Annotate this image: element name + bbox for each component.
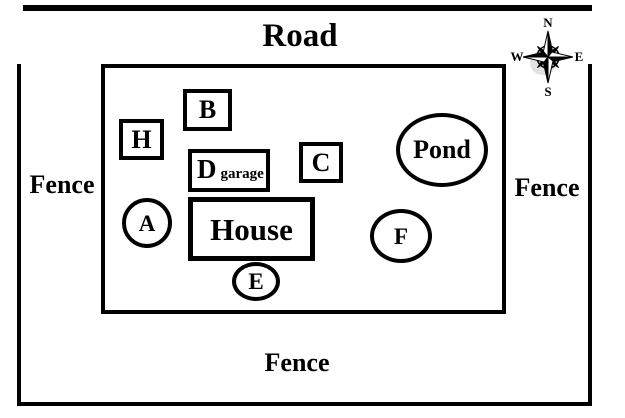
plot-c-label: C (311, 147, 331, 177)
road-label: Road (262, 18, 338, 54)
fence-label-bottom: Fence (264, 348, 330, 377)
road-edge-line (23, 5, 592, 11)
compass-point-west-dark (522, 51, 550, 58)
fence-label-right: Fence (514, 173, 580, 202)
compass-label-south: S (544, 84, 551, 99)
house-box: House (188, 197, 315, 261)
plot-f-label: F (393, 223, 409, 249)
plot-h-label: H (131, 124, 152, 154)
compass-label-west: W (511, 49, 524, 64)
house-label: House (210, 211, 293, 247)
plot-e-label: E (248, 269, 264, 294)
garage-letter: D (197, 154, 217, 184)
plot-h-box: H (119, 119, 164, 160)
plot-a-label: A (138, 210, 156, 236)
compass-label-north: N (543, 15, 553, 30)
plot-f-circle: F (370, 209, 432, 263)
plot-c-box: C (299, 142, 343, 183)
compass-label-east: E (575, 49, 584, 64)
property-boundary (101, 64, 506, 314)
plot-b-box: B (183, 89, 232, 131)
pond-label: Pond (413, 135, 471, 164)
plot-a-circle: A (122, 198, 172, 248)
compass-rose: N S E W (511, 15, 584, 99)
plot-b-label: B (198, 95, 217, 124)
fence-label-left: Fence (29, 170, 95, 199)
garage-caption: garage (220, 166, 264, 182)
pond-ellipse: Pond (396, 113, 488, 187)
fence-boundary (17, 64, 592, 406)
compass-point-east-light (546, 51, 574, 58)
plot-e-circle: E (232, 262, 280, 301)
